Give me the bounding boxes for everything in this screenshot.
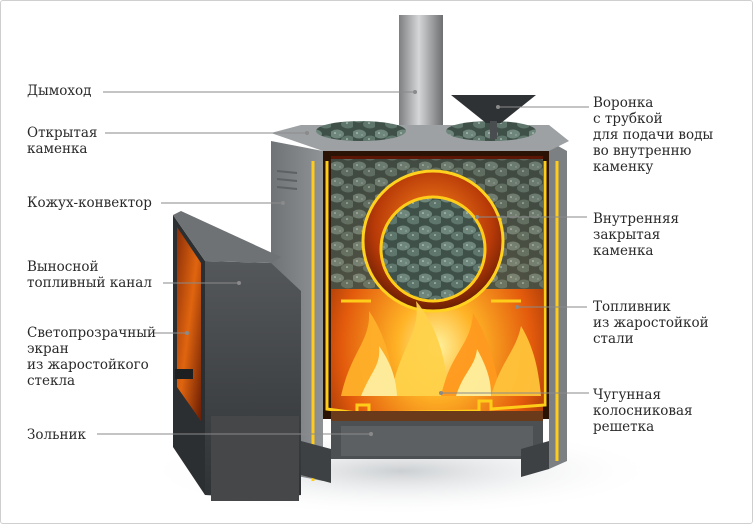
label-inner-heater: Внутренняя закрытая каменка bbox=[593, 211, 679, 259]
leader-lines bbox=[97, 91, 589, 435]
door-handle bbox=[175, 369, 193, 379]
label-casing: Кожух-конвектор bbox=[27, 195, 152, 211]
label-fuel-channel: Выносной топливный канал bbox=[27, 259, 152, 291]
cast-iron-grate bbox=[331, 411, 543, 421]
inner-heater-stones bbox=[379, 195, 487, 303]
label-open-heater: Открытая каменка bbox=[27, 125, 98, 157]
leader-dots bbox=[185, 90, 519, 436]
label-grate: Чугунная колосниковая решетка bbox=[593, 387, 693, 435]
label-funnel: Воронка с трубкой для подачи воды во вну… bbox=[593, 95, 714, 175]
ash-drawer bbox=[211, 416, 299, 501]
top-stones-left bbox=[316, 121, 406, 141]
chimney-pipe bbox=[399, 15, 443, 137]
casing-vents bbox=[276, 170, 298, 190]
label-glass-screen: Светопрозрачный экран из жаростойкого ст… bbox=[27, 325, 157, 389]
label-ash-pit: Зольник bbox=[27, 427, 86, 443]
label-firebox: Топливник из жаростойкой стали bbox=[593, 299, 709, 347]
water-funnel bbox=[451, 95, 536, 123]
flames bbox=[341, 301, 541, 396]
label-chimney: Дымоход bbox=[27, 83, 92, 99]
